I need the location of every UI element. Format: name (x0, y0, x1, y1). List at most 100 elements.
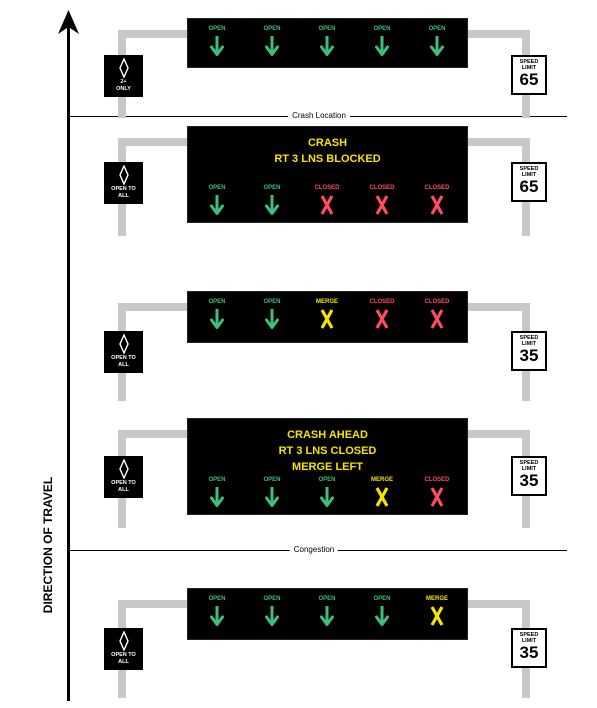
lane-indicator-1: OPEN (197, 298, 237, 330)
diamond-sign-text: ONLY (116, 86, 131, 92)
lane-indicator-2: OPEN (252, 184, 292, 216)
overhead-sign: OPEN OPEN OPEN OPEN OPEN (187, 18, 468, 68)
gantry-structure (466, 303, 530, 311)
diamond-icon (118, 334, 129, 354)
gantry-structure (118, 30, 188, 38)
lane-status-label: OPEN (263, 26, 281, 32)
lane-status-label: OPEN (208, 299, 226, 305)
speed-limit-value: 65 (519, 177, 539, 196)
lane-status-label: OPEN (318, 596, 336, 602)
lane-status-label: OPEN (208, 26, 226, 32)
gantry-structure (118, 138, 188, 146)
lane-status-label: OPEN (373, 26, 391, 32)
lane-status-label: OPEN (263, 185, 281, 191)
diamond-sign-text: 2+ (120, 79, 127, 85)
lane-indicator-2: OPEN (252, 476, 292, 508)
arrow-up-icon (58, 10, 79, 34)
diamond-icon (118, 165, 129, 185)
arrow-down-icon (320, 36, 334, 56)
x-icon (430, 606, 444, 626)
lane-indicator-1: OPEN (197, 476, 237, 508)
lane-status-label: OPEN (428, 26, 446, 32)
x-icon (430, 487, 444, 507)
arrow-down-icon (375, 36, 389, 56)
lane-indicator-5: CLOSED (417, 184, 457, 216)
arrow-down-icon (210, 36, 224, 56)
sign-message-line: RT 3 LNS CLOSED (278, 445, 377, 457)
sign-message-line: CRASH (307, 137, 348, 149)
direction-axis-line (67, 22, 70, 701)
arrow-down-icon (210, 309, 224, 329)
lane-indicator-5: MERGE (417, 595, 457, 627)
arrow-down-icon (265, 487, 279, 507)
arrow-down-icon (265, 606, 279, 626)
x-icon (375, 487, 389, 507)
lane-indicator-4: CLOSED (362, 298, 402, 330)
arrow-down-icon (430, 36, 444, 56)
lane-indicator-3: OPEN (307, 595, 347, 627)
lane-indicator-2: OPEN (252, 298, 292, 330)
speed-limit-caption-line: LIMIT (521, 65, 537, 71)
lane-status-label: OPEN (263, 477, 281, 483)
lane-indicator-4: CLOSED (362, 184, 402, 216)
arrow-down-icon (320, 606, 334, 626)
lane-indicator-1: OPEN (197, 595, 237, 627)
lane-indicator-3: OPEN (307, 25, 347, 57)
lane-status-label: OPEN (318, 477, 336, 483)
lane-status-label: OPEN (208, 477, 226, 483)
diamond-sign-text: OPEN TO (111, 186, 136, 192)
gantry-2: CRASH RT 3 LNS BLOCKED OPEN OPEN CLOSED CLOSE… (0, 126, 597, 246)
speed-limit-value: 65 (519, 70, 539, 89)
diamond-sign-text: ALL (118, 487, 129, 493)
lane-status-label: MERGE (315, 299, 338, 305)
arrow-down-icon (265, 195, 279, 215)
arrow-down-icon (210, 487, 224, 507)
lane-status-label: MERGE (370, 477, 393, 483)
arrow-down-icon (265, 36, 279, 56)
lane-status-label: OPEN (208, 185, 226, 191)
gantry-structure (466, 138, 530, 146)
lane-status-label: CLOSED (424, 185, 450, 191)
x-icon (320, 309, 334, 329)
diamond-icon (118, 459, 129, 479)
gantry-structure (118, 303, 188, 311)
lane-status-label: OPEN (373, 596, 391, 602)
lane-status-label: CLOSED (369, 299, 395, 305)
speed-limit-caption-line: SPEED (519, 460, 539, 466)
lane-indicator-4: OPEN (362, 25, 402, 57)
overhead-sign: CRASH RT 3 LNS BLOCKED OPEN OPEN CLOSED CLOSE… (187, 126, 468, 223)
lane-indicator-4: MERGE (362, 476, 402, 508)
sign-message-line: RT 3 LNS BLOCKED (274, 153, 381, 165)
lane-indicator-5: OPEN (417, 25, 457, 57)
arrow-down-icon (210, 606, 224, 626)
speed-limit-caption-line: LIMIT (521, 341, 537, 347)
arrow-down-icon (320, 487, 334, 507)
lane-indicator-1: OPEN (197, 25, 237, 57)
speed-limit-caption-line: LIMIT (521, 638, 537, 644)
speed-limit-caption-line: SPEED (519, 59, 539, 65)
lane-indicator-3: CLOSED (307, 184, 347, 216)
gantry-structure (466, 30, 530, 38)
x-icon (430, 309, 444, 329)
speed-limit-caption-line: LIMIT (521, 172, 537, 178)
lane-indicator-3: MERGE (307, 298, 347, 330)
diamond-sign-text: OPEN TO (111, 480, 136, 486)
gantry-structure (466, 600, 530, 608)
lane-status-label: CLOSED (314, 185, 340, 191)
speed-limit-value: 35 (519, 346, 539, 365)
